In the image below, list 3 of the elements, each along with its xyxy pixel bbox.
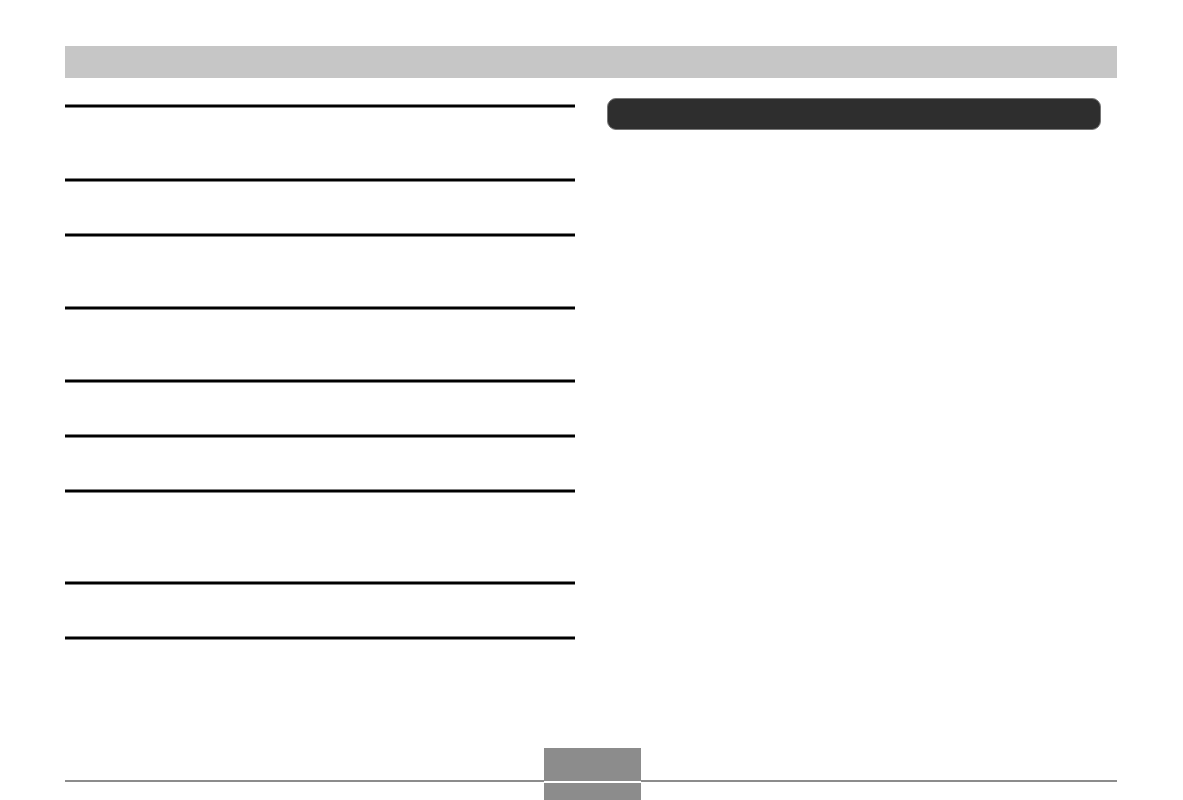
header-bar: [65, 46, 1117, 78]
page-number-box: [544, 748, 641, 800]
section-heading-bar: [607, 98, 1101, 130]
